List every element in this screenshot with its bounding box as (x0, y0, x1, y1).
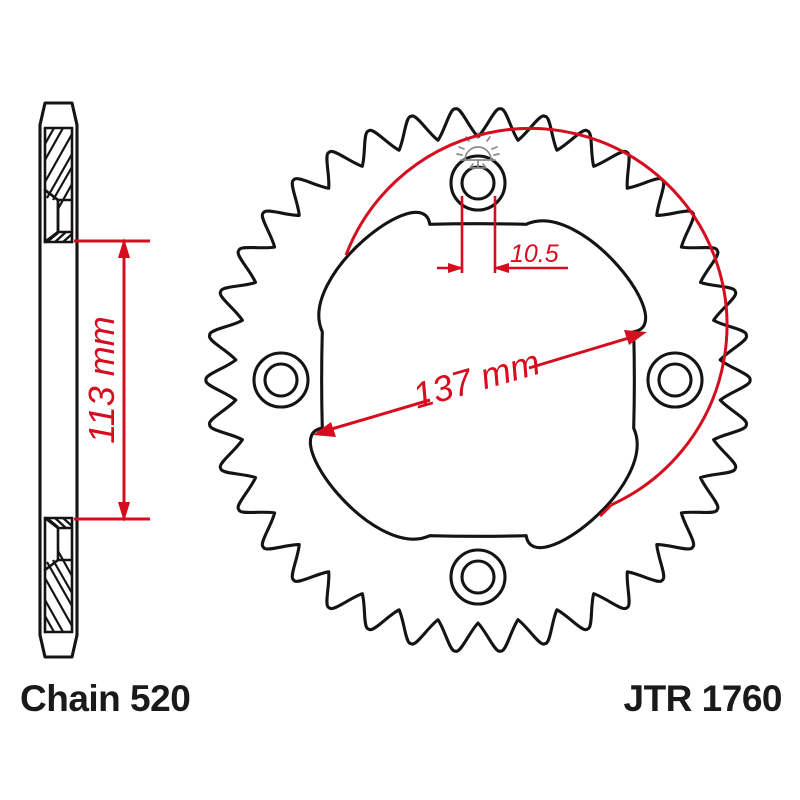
dim137-arrow-left (313, 422, 336, 437)
dim137-arrow-right (624, 330, 647, 345)
bolt-hole-bottom (449, 548, 507, 606)
dim137-value: 137 mm (408, 341, 544, 416)
dimension-10-5: 10.5 (437, 196, 568, 273)
part-number-label: JTR 1760 (624, 678, 783, 719)
bolt-hole-right (646, 351, 704, 409)
side-view-top-hub (43, 126, 74, 244)
side-view-bottom-hub (43, 516, 74, 634)
side-section-view (38, 101, 79, 659)
section-hatching-bottom-band (46, 517, 73, 529)
dim113-arrow-bottom (118, 502, 130, 522)
sprocket-inner-cutout (308, 210, 648, 550)
dim105-label: 10.5 (510, 240, 559, 268)
bolt-circle-arc (344, 126, 729, 507)
chain-label: Chain 520 (20, 678, 190, 719)
dim105-arrow-left (448, 263, 464, 273)
dim137-line-left (317, 398, 431, 435)
dim105-arrow-right (493, 263, 509, 273)
dim137-line-right (528, 332, 643, 370)
dimension-113mm: 113 mm (74, 238, 150, 522)
section-hatching-top-band (46, 231, 73, 243)
sunrise-icon (456, 132, 500, 169)
dim113-arrow-top (118, 238, 130, 258)
bolt-holes-group (252, 154, 704, 606)
bolt-circle-arc-2 (598, 503, 613, 518)
section-hatching-top (44, 127, 73, 210)
dim113-label: 113 mm (81, 316, 122, 443)
bolt-hole-left (252, 351, 310, 409)
section-hatching-bottom (44, 550, 73, 633)
